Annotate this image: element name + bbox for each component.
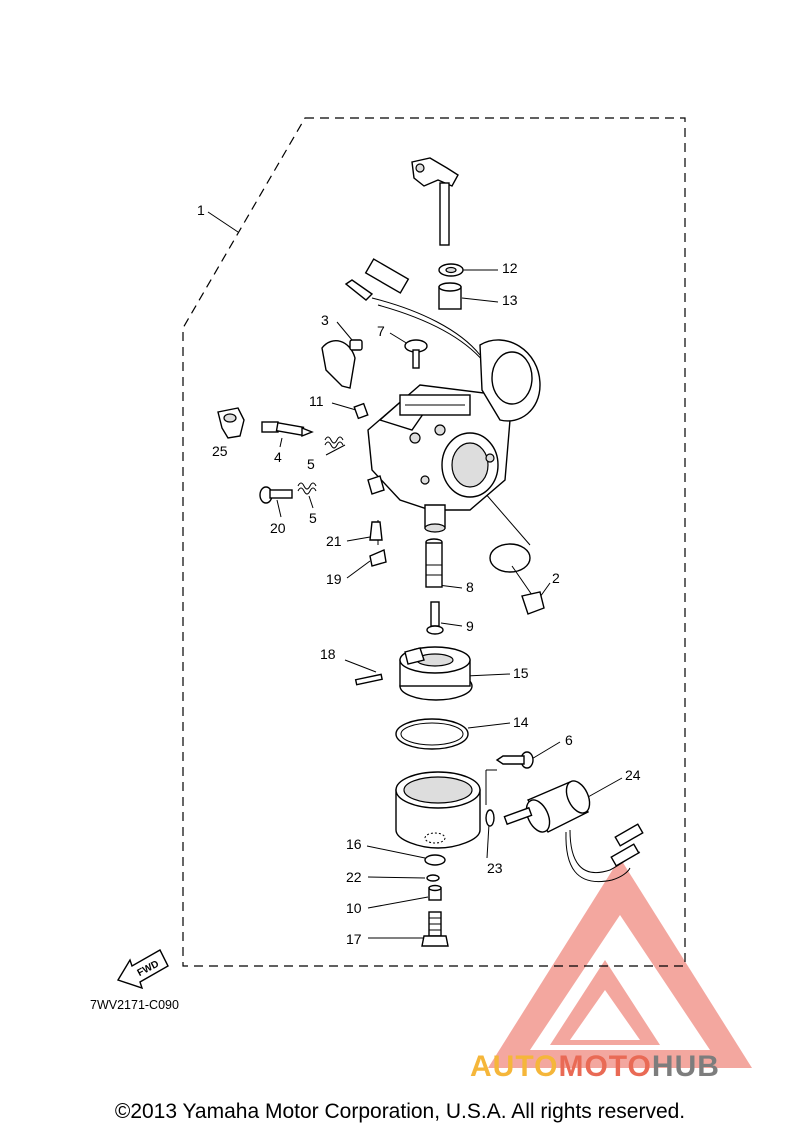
spring-5-upper bbox=[324, 436, 344, 449]
part-label-8: 8 bbox=[466, 579, 474, 595]
part-label-13: 13 bbox=[502, 292, 518, 308]
clip-19 bbox=[369, 549, 387, 567]
solenoid-24 bbox=[503, 780, 644, 882]
pilot-screw-4 bbox=[261, 421, 314, 438]
washer-23 bbox=[485, 809, 495, 827]
part-label-21: 21 bbox=[326, 533, 342, 549]
float-bowl bbox=[395, 771, 481, 849]
part-label-6: 6 bbox=[565, 732, 573, 748]
part-label-3: 3 bbox=[321, 312, 329, 328]
part-label-9: 9 bbox=[466, 618, 474, 634]
fwd-arrow-icon: FWD bbox=[116, 949, 169, 990]
part-label-2: 2 bbox=[552, 570, 560, 586]
part-label-16: 16 bbox=[346, 836, 362, 852]
part-label-15: 15 bbox=[513, 665, 529, 681]
part-label-18: 18 bbox=[320, 646, 336, 662]
part-label-4: 4 bbox=[274, 449, 282, 465]
part-label-5: 5 bbox=[309, 510, 317, 526]
assembly-boundary-dashed bbox=[182, 117, 686, 967]
cap-25 bbox=[217, 407, 245, 439]
nozzle-8 bbox=[425, 538, 443, 588]
part-label-11: 11 bbox=[309, 393, 324, 409]
watermark-hub: HUB bbox=[651, 1050, 720, 1083]
jet-11 bbox=[353, 402, 369, 420]
part-label-5: 5 bbox=[307, 456, 315, 472]
gasket-16 bbox=[424, 854, 446, 866]
part-label-12: 12 bbox=[502, 260, 518, 276]
part-label-22: 22 bbox=[346, 869, 362, 885]
drain-bolt-17 bbox=[421, 911, 449, 947]
seal-12 bbox=[438, 263, 464, 277]
cover-plate-and-screw-3 bbox=[321, 339, 363, 389]
part-label-23: 23 bbox=[487, 860, 503, 876]
part-label-20: 20 bbox=[270, 520, 286, 536]
watermark-auto: AUTO bbox=[470, 1050, 559, 1083]
jet-10 bbox=[428, 884, 442, 901]
part-label-17: 17 bbox=[346, 931, 362, 947]
plate-and-screw-2 bbox=[489, 543, 545, 615]
spring-5-lower bbox=[297, 482, 317, 495]
bush-13 bbox=[438, 282, 462, 310]
gasket-14 bbox=[395, 718, 469, 750]
drawing-code: 7WV2171-C090 bbox=[90, 998, 179, 1012]
part-label-19: 19 bbox=[326, 571, 342, 587]
watermark-logo-text: AUTOMOTOHUB bbox=[470, 1050, 720, 1084]
copyright-notice: ©2013 Yamaha Motor Corporation, U.S.A. A… bbox=[114, 1100, 686, 1123]
screw-20 bbox=[259, 486, 293, 504]
cable-solenoid-lead bbox=[344, 258, 485, 363]
part-label-10: 10 bbox=[346, 900, 362, 916]
carburetor-body bbox=[367, 339, 541, 533]
jet-9 bbox=[426, 601, 444, 635]
float-15 bbox=[399, 646, 473, 701]
part-label-7: 7 bbox=[377, 323, 385, 339]
part-label-1: 1 bbox=[197, 202, 205, 218]
part-number-labels: 1 12 13 3 7 11 25 4 5 20 5 21 19 2 8 9 18 15 14 6 24 16 23 22 10… bbox=[197, 202, 641, 947]
throttle-shaft-lever bbox=[411, 157, 459, 246]
screw-7 bbox=[404, 339, 428, 369]
needle-21 bbox=[369, 521, 383, 541]
o-ring-22 bbox=[426, 874, 440, 882]
watermark-moto: MOTO bbox=[558, 1050, 652, 1083]
watermark-logo-triangle bbox=[488, 858, 752, 1068]
screw-6 bbox=[495, 751, 534, 769]
part-label-14: 14 bbox=[513, 714, 529, 730]
part-label-24: 24 bbox=[625, 767, 641, 783]
part-label-25: 25 bbox=[212, 443, 228, 459]
pin-18 bbox=[354, 673, 383, 686]
